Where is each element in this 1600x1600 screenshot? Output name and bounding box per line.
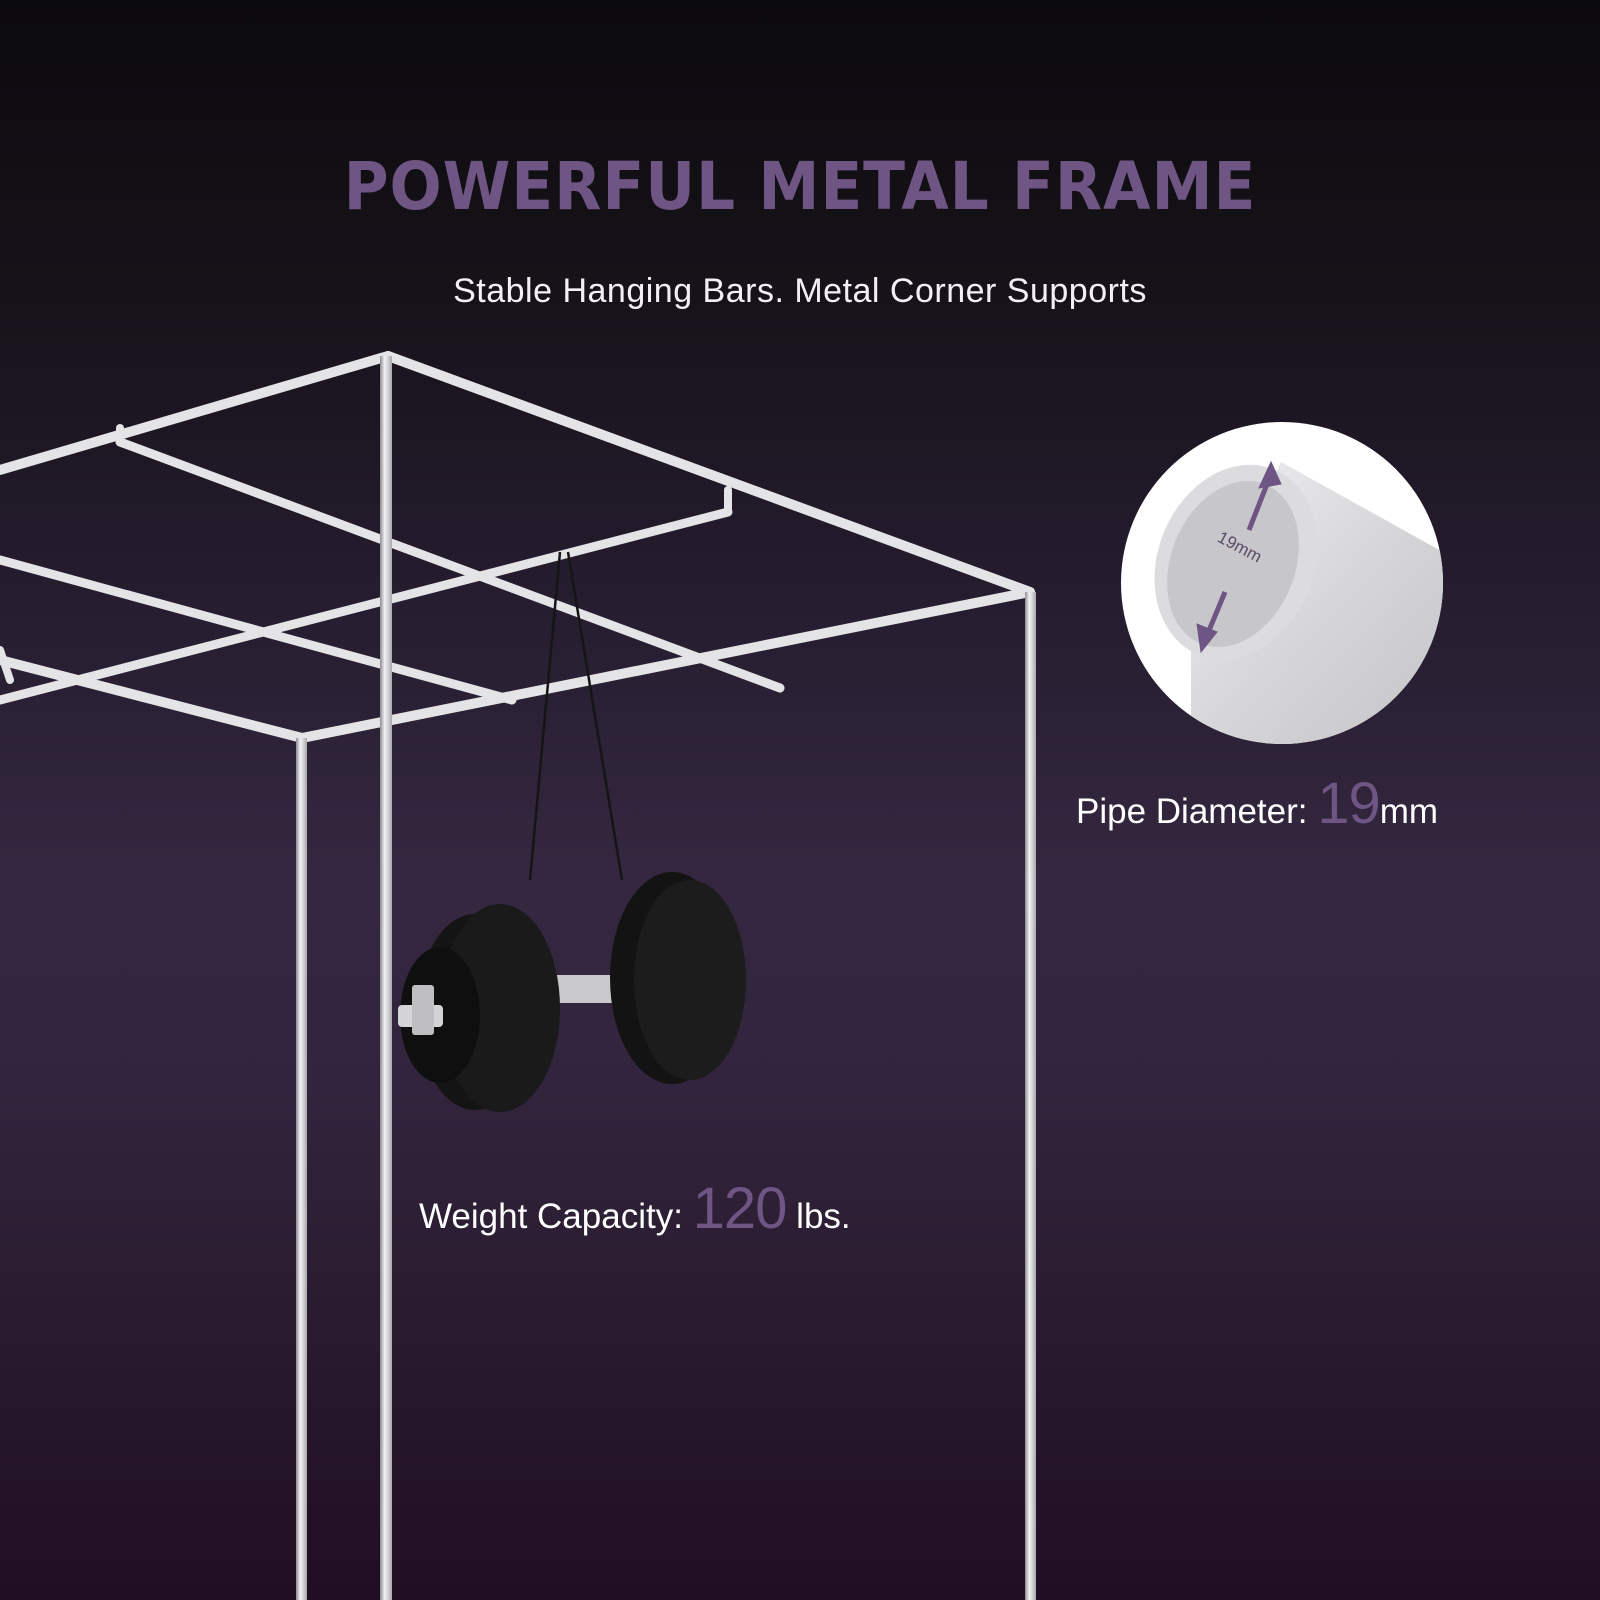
dumbbell-icon	[398, 872, 746, 1112]
pipe-diameter-spec: Pipe Diameter: 19mm	[1076, 770, 1438, 837]
weight-capacity-spec: Weight Capacity: 120 lbs.	[419, 1175, 851, 1242]
weight-capacity-label: Weight Capacity:	[419, 1197, 683, 1236]
pipe-diameter-label: Pipe Diameter:	[1076, 792, 1308, 831]
pipe-cross-section-icon: 19mm	[1154, 460, 1443, 744]
weight-capacity-unit: lbs.	[796, 1197, 851, 1236]
pipe-diameter-unit: mm	[1379, 792, 1439, 831]
pipe-diameter-value: 19	[1317, 771, 1381, 836]
headline: POWERFUL METAL FRAME	[343, 148, 1257, 225]
subheadline: Stable Hanging Bars. Metal Corner Suppor…	[453, 272, 1147, 310]
weight-capacity-value: 120	[692, 1176, 788, 1241]
pipe-diagram: 19mm	[1121, 422, 1443, 744]
